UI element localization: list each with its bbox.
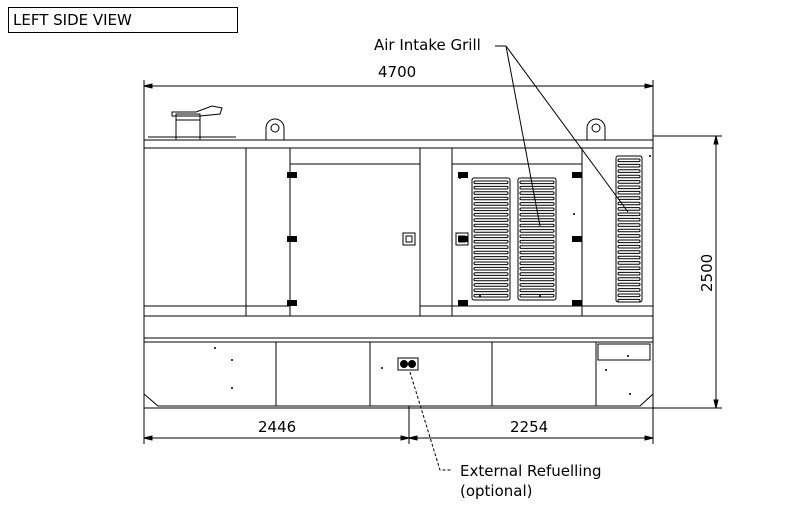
louvre-slat [519, 180, 555, 185]
louvre-slat [617, 239, 641, 244]
louvre-slat [519, 202, 555, 206]
louvre-frame [517, 177, 557, 301]
louvre-slat [473, 283, 509, 287]
air-intake-louvres [471, 155, 643, 303]
louvre-slat [617, 158, 641, 163]
louvre-slat [473, 266, 509, 271]
dim-bottom [143, 406, 654, 444]
louvre-slat [617, 196, 641, 200]
base-vent [597, 343, 651, 361]
louvre-slat [473, 229, 509, 233]
door-handle-right [455, 232, 469, 246]
louvre-slat [473, 272, 509, 276]
louvre-slat [473, 196, 509, 201]
louvre-slat [519, 212, 555, 217]
louvre-slat [473, 250, 509, 255]
louvre-slat [519, 277, 555, 282]
dim-height [713, 135, 719, 409]
louvre-slat [519, 234, 555, 239]
louvre-slat [473, 180, 509, 185]
louvre-frame [471, 177, 511, 301]
louvre-slat [617, 277, 641, 281]
exhaust-cap [148, 105, 236, 141]
louvre-slat [519, 218, 555, 222]
louvre-slat [519, 196, 555, 201]
louvre-slat [473, 256, 509, 260]
louvre-slat [617, 180, 641, 184]
louvre-slat [617, 228, 641, 233]
refuel-label-line2: (optional) [460, 482, 533, 500]
height-label: 2500 [698, 253, 716, 292]
louvre-slat [617, 266, 641, 271]
door-hinges [287, 172, 582, 306]
louvre-slat [473, 239, 509, 244]
louvre-slat [473, 234, 509, 239]
refuel-port [397, 357, 419, 371]
louvre-slat [519, 223, 555, 228]
louvre-slat [617, 201, 641, 206]
louvre-slat [617, 255, 641, 260]
louvre-slat [473, 261, 509, 266]
louvre-slat [519, 229, 555, 233]
louvre-slat [617, 288, 641, 292]
louvre-slat [473, 212, 509, 217]
louvre-slat [473, 293, 509, 298]
louvre-slat [617, 212, 641, 217]
dim-overall-length [143, 80, 654, 140]
lifting-eye-left [265, 118, 285, 140]
louvre-slat [519, 250, 555, 255]
louvre-slat [519, 239, 555, 244]
louvre-slat [617, 271, 641, 276]
louvre-slat [473, 223, 509, 228]
louvre-slat [473, 218, 509, 222]
louvre-slat [617, 163, 641, 168]
louvre-slat [519, 283, 555, 287]
air-intake-leaders [495, 45, 629, 227]
louvre-slat [617, 190, 641, 195]
louvre-slat [617, 185, 641, 190]
louvre-slat [617, 207, 641, 211]
louvre-slat [473, 277, 509, 282]
louvre-slat [519, 191, 555, 195]
left-segment-label: 2446 [258, 418, 297, 436]
louvre-slat [617, 298, 641, 303]
louvre-slat [519, 245, 555, 249]
louvre-slat [473, 185, 509, 190]
louvre-slat [473, 191, 509, 195]
view-title: LEFT SIDE VIEW [8, 7, 238, 33]
lifting-eye-right [586, 118, 606, 140]
refuel-leader [409, 371, 452, 471]
door-handle-left [402, 232, 416, 246]
louvre-slat [617, 244, 641, 249]
louvre-slat [617, 169, 641, 173]
louvre-slat [519, 272, 555, 276]
louvre-slat [519, 288, 555, 293]
louvre-slat [617, 282, 641, 287]
louvre-slat [519, 293, 555, 298]
louvre-slat [519, 261, 555, 266]
louvre-slat [473, 202, 509, 206]
louvre-slat [473, 288, 509, 293]
louvre-slat [617, 261, 641, 265]
louvre-slat [617, 250, 641, 254]
louvre-slat [617, 174, 641, 179]
right-segment-label: 2254 [510, 418, 549, 436]
louvre-slat [617, 293, 641, 298]
rivet-dots [214, 155, 651, 395]
louvre-slat [519, 256, 555, 260]
louvre-slat [617, 234, 641, 238]
louvre-slat [519, 185, 555, 190]
refuel-label-line1: External Refuelling [460, 462, 602, 480]
louvre-slat [473, 245, 509, 249]
louvre-slat [473, 207, 509, 212]
air-intake-label: Air Intake Grill [374, 36, 481, 54]
overall-length-label: 4700 [378, 63, 417, 81]
louvre-slat [617, 223, 641, 227]
louvre-slat [617, 217, 641, 222]
louvre-slat [519, 266, 555, 271]
